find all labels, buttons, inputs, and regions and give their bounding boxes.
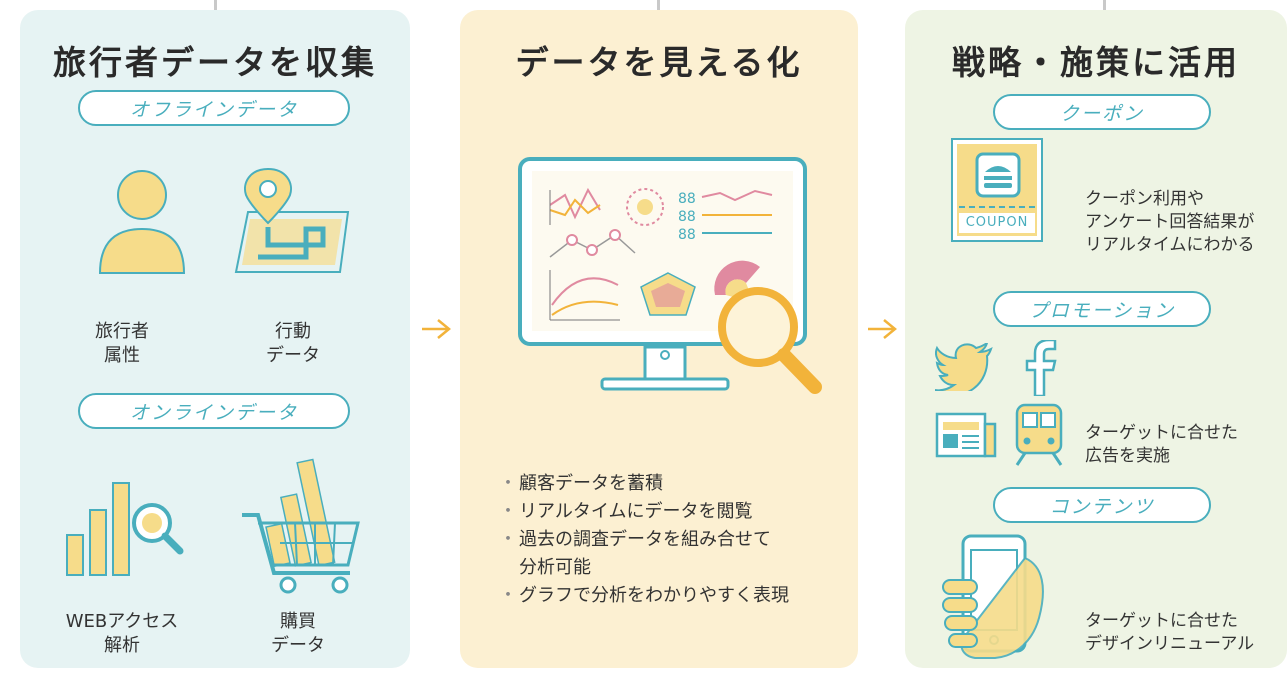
contents-description: ターゲットに合せたデザインリニューアル: [1085, 611, 1255, 654]
online-data-pill: オンラインデータ: [78, 393, 350, 429]
bullet-item: 顧客データを蓄積: [499, 470, 789, 498]
facebook-icon: [1025, 340, 1057, 396]
bullet-item: 過去の調査データを組み合せて: [499, 526, 789, 554]
visualize-panel: データを見える化 88 88 88 顧客データを蓄積 リアルタイムに: [460, 10, 858, 668]
purchase-data-label: 購買データ: [271, 611, 325, 656]
contents-pill: コンテンツ: [993, 487, 1211, 523]
monitor-analytics-icon: 88 88 88: [518, 157, 822, 394]
bullet-item: リアルタイムにデータを閲覧: [499, 498, 789, 526]
connector-line: [657, 0, 660, 12]
connector-line: [1103, 0, 1106, 12]
twitter-bird-icon: [935, 343, 993, 391]
panel-title: データを見える化: [515, 43, 803, 82]
connector-line: [214, 0, 217, 12]
bar-chart-magnifier-icon: [66, 482, 184, 576]
coupon-description: クーポン利用やアンケート回答結果がリアルタイムにわかる: [1085, 189, 1255, 255]
utilize-panel: 戦略・施策に活用 クーポン COUPON クーポン利用やアンケート回答結果がリア…: [905, 10, 1287, 668]
shopping-cart-icon: [242, 458, 360, 594]
coupon-text: COUPON: [959, 213, 1035, 233]
train-icon: [1015, 403, 1063, 466]
traveler-attribute-label: 旅行者属性: [95, 321, 149, 366]
offline-data-pill: オフラインデータ: [78, 90, 350, 126]
arrow-right-icon: [868, 319, 897, 339]
promotion-description: ターゲットに合せた広告を実施: [1085, 423, 1238, 466]
collect-panel: 旅行者データを収集 オフラインデータ 旅行者属性 行動データ オンラインデータ: [20, 10, 410, 668]
map-route-icon: [234, 167, 350, 273]
panel-title: 戦略・施策に活用: [952, 43, 1240, 82]
coupon-card-icon: COUPON: [951, 138, 1043, 242]
bullet-item: グラフで分析をわかりやすく表現: [499, 582, 789, 610]
newspaper-icon: [935, 412, 997, 458]
svg-text:88: 88: [678, 209, 696, 225]
feature-bullets: 顧客データを蓄積 リアルタイムにデータを閲覧 過去の調査データを組み合せて 分析…: [499, 470, 789, 610]
behavior-data-label: 行動データ: [266, 321, 320, 366]
panel-title: 旅行者データを収集: [53, 43, 377, 82]
arrow-right-icon: [422, 319, 451, 339]
smartphone-hand-icon: [942, 534, 1044, 659]
person-icon: [98, 170, 186, 274]
svg-text:88: 88: [678, 227, 696, 243]
coupon-pill: クーポン: [993, 94, 1211, 130]
bullet-item-continued: 分析可能: [519, 557, 591, 578]
svg-text:88: 88: [678, 191, 696, 207]
promotion-pill: プロモーション: [993, 291, 1211, 327]
web-access-label: WEBアクセス解析: [65, 611, 179, 656]
